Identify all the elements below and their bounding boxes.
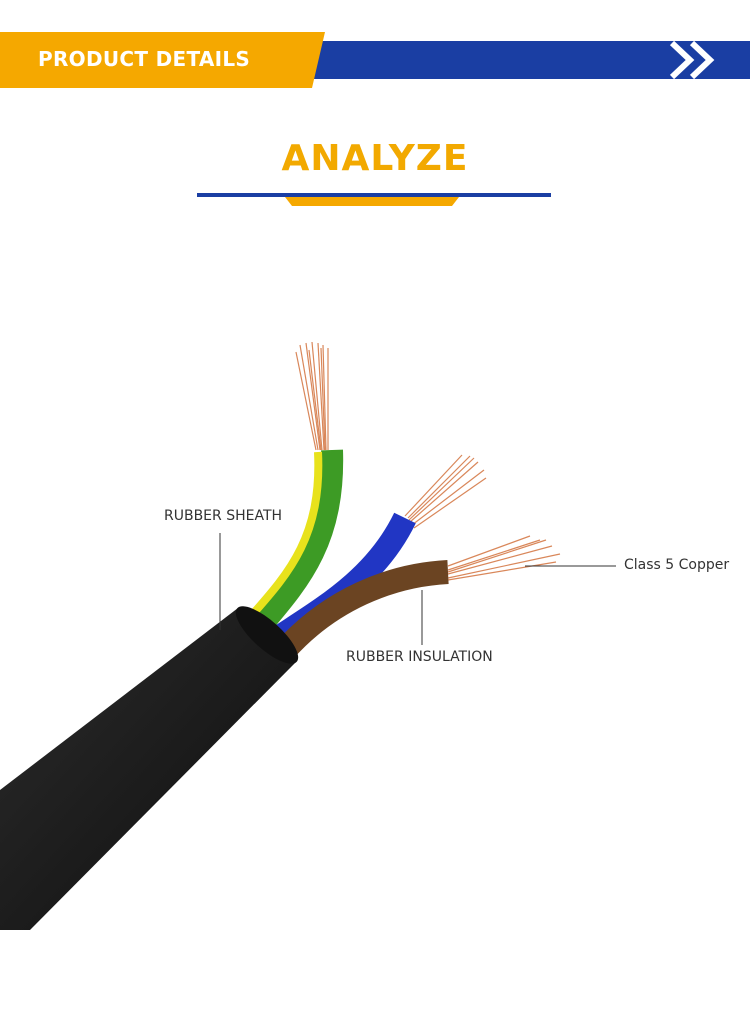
banner-background — [0, 32, 750, 88]
label-class5-copper: Class 5 Copper — [624, 557, 730, 573]
copper-strands-neutral — [404, 454, 487, 529]
label-rubber-sheath: RUBBER SHEATH — [164, 508, 283, 524]
earth-conductor — [253, 449, 344, 633]
section-title: ANALYZE — [281, 138, 469, 179]
cable-illustration — [0, 341, 616, 930]
section-divider — [197, 193, 551, 206]
live-conductor — [276, 560, 449, 659]
double-chevron-right-icon — [669, 40, 715, 80]
outer-sheath — [0, 608, 296, 930]
copper-strands-live — [447, 535, 561, 581]
banner-orange-tab — [0, 32, 325, 88]
copper-strands-earth — [295, 341, 329, 451]
earth-conductor-stripe — [249, 451, 323, 618]
banner-title: PRODUCT DETAILS — [38, 47, 251, 71]
sheath-end-face — [235, 606, 299, 664]
label-rubber-insulation: RUBBER INSULATION — [346, 649, 493, 665]
header-banner: PRODUCT DETAILS — [0, 32, 750, 88]
